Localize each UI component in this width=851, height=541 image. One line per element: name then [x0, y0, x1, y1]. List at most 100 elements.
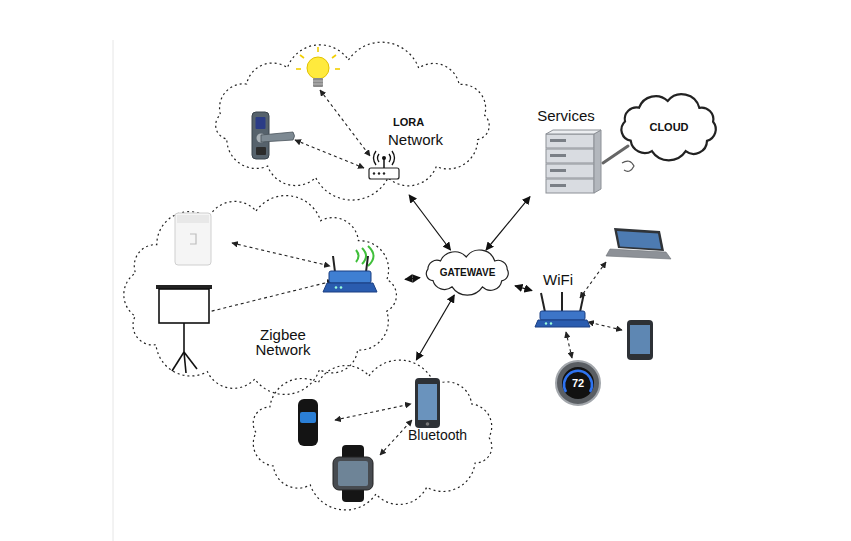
wifi-router [535, 292, 590, 327]
node-title: Services [530, 108, 602, 125]
wifi-phone-part [627, 320, 653, 360]
bluetooth-phone-part [426, 422, 430, 426]
smart-fridge [175, 213, 211, 265]
smart-watch-part [333, 457, 373, 490]
node-title: WiFi [532, 272, 584, 289]
fitness-band [298, 399, 318, 446]
dashed-links-part [588, 322, 622, 330]
node-title: LORA [393, 116, 453, 128]
node-title: CLOUD [615, 121, 723, 133]
cloud-outline [205, 45, 500, 195]
zigbee-router-part [335, 286, 338, 289]
thermostat-part [562, 367, 594, 399]
light-bulb-part-part [317, 47, 319, 52]
smart-fridge-part [175, 213, 211, 265]
dashed-links-part [380, 420, 412, 455]
lora-network-cloud: LORANetwork [205, 45, 500, 195]
dashed-links-part [200, 281, 333, 314]
dashed-links-part [295, 140, 364, 168]
lora-gateway [369, 151, 399, 179]
dashed-links-part [580, 262, 606, 298]
laptop-part [614, 228, 664, 251]
smart-watch-part [338, 461, 368, 486]
projector-screen-part [183, 323, 185, 352]
zigbee-router [323, 246, 377, 292]
display-reading: 72 [566, 377, 590, 389]
door-lock [252, 112, 295, 159]
wifi-router-part [545, 322, 547, 324]
light-bulb-part [307, 57, 329, 79]
gateway-cloud: GATEWAVE [420, 250, 515, 295]
laptop-part [606, 249, 671, 259]
smart-fridge-part [177, 215, 209, 223]
laptop-part [617, 231, 661, 249]
light-bulb-part-part [332, 55, 336, 58]
dashed-links-part [320, 90, 370, 156]
services-server-part-part [546, 134, 594, 148]
zigbee-router-part [333, 256, 335, 272]
node-title: Zigbee Network [243, 327, 323, 357]
services-server-part [594, 130, 601, 193]
projector-screen [156, 285, 212, 373]
lora-gateway-part [369, 168, 399, 179]
lora-gateway-part [382, 156, 386, 160]
wifi-router-part [550, 322, 552, 324]
services-server-part [546, 134, 594, 193]
wifi-router-part [580, 293, 584, 312]
services-server-part-part [546, 164, 594, 178]
zigbee-router-part [340, 286, 343, 289]
projector-screen-part [172, 352, 184, 371]
services-server [546, 130, 601, 193]
lora-gateway-part [378, 172, 380, 174]
node-title: Bluetooth [408, 428, 498, 443]
dashed-links-part [232, 243, 330, 266]
thermostat [556, 361, 600, 405]
connector-arrow [409, 195, 450, 250]
lora-gateway-part [383, 159, 385, 168]
zigbee-router-part [356, 246, 374, 266]
door-lock-part [256, 117, 266, 129]
connector-arrow [486, 197, 530, 250]
services-server-part-part [546, 179, 594, 193]
fitness-band-part [298, 399, 318, 446]
light-bulb-part-part [300, 55, 304, 58]
bluetooth-cloud: Bluetooth [240, 360, 505, 510]
lora-gateway-part [374, 151, 395, 165]
services-server-part-part [550, 154, 566, 157]
services-server-part [546, 130, 601, 134]
laptop [606, 228, 671, 259]
connector-arrow [416, 295, 454, 360]
thermostat-part [556, 361, 600, 405]
light-bulb-part-part [335, 68, 340, 70]
zigbee-router-part [366, 256, 368, 272]
page-rule [113, 40, 114, 541]
bluetooth-phone-part [415, 378, 440, 428]
pen-link [603, 146, 634, 171]
zigbee-router-part [329, 271, 371, 283]
projector-screen-part [184, 352, 186, 373]
services-server-part-part [546, 149, 594, 163]
light-bulb-part [313, 81, 323, 82]
cloud-outline-path [124, 196, 397, 395]
dashed-links [200, 90, 622, 455]
wifi-router-part [541, 293, 545, 312]
lora-gateway-part [383, 172, 385, 174]
fitness-band-part [300, 412, 316, 423]
wifi-phone-part [630, 325, 650, 354]
light-bulb-part [313, 84, 323, 85]
pen-link-part [603, 146, 628, 163]
lora-gateway-part [373, 172, 375, 174]
wifi-router-part [561, 292, 563, 312]
dashed-links-part [566, 332, 572, 358]
projector-screen-part [159, 289, 209, 323]
connector-arrow [405, 278, 420, 280]
bluetooth-phone-part [418, 384, 437, 420]
thermostat-part [564, 371, 592, 392]
services-server-part-part [550, 184, 566, 187]
door-lock-part [256, 147, 266, 155]
